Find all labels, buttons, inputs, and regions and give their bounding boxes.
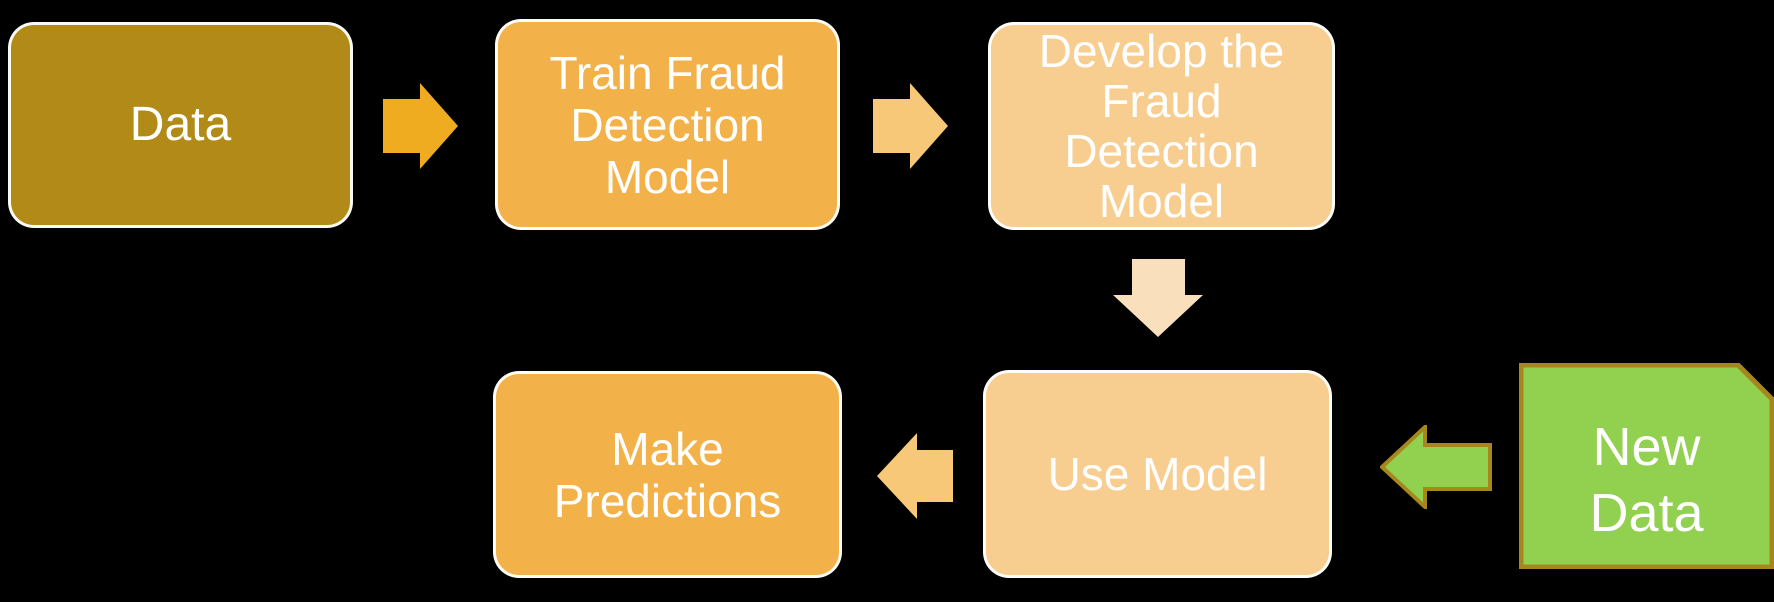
arrow-right-data-to-train: [383, 83, 458, 174]
node-use-model: Use Model: [983, 370, 1332, 578]
node-newdata-label: New Data: [1589, 417, 1704, 543]
arrow-down-icon: [1113, 259, 1203, 337]
arrow-down-develop-to-use: [1113, 259, 1203, 342]
node-use-label: Use Model: [1047, 448, 1268, 500]
node-develop-label: Develop the Fraud Detection Model: [1038, 25, 1285, 227]
arrow-left-newdata-to-use: [1379, 422, 1492, 514]
node-data: Data: [8, 22, 353, 228]
arrow-right-train-to-develop: [873, 83, 948, 174]
arrow-left-icon: [877, 433, 953, 519]
folded-corner-shape: [1518, 362, 1774, 570]
node-make-predictions: Make Predictions: [493, 371, 842, 578]
node-develop-fraud-detection-model: Develop the Fraud Detection Model: [988, 22, 1335, 230]
node-data-label: Data: [129, 98, 232, 151]
arrow-left-use-to-make: [877, 433, 953, 524]
node-train-fraud-detection-model: Train Fraud Detection Model: [495, 19, 840, 230]
node-new-data: New Data: [1518, 362, 1774, 570]
arrow-right-icon: [873, 83, 948, 169]
node-train-label: Train Fraud Detection Model: [549, 46, 786, 203]
arrow-right-icon: [383, 83, 458, 169]
arrow-left-outlined-icon: [1379, 422, 1492, 512]
node-make-label: Make Predictions: [553, 422, 782, 527]
